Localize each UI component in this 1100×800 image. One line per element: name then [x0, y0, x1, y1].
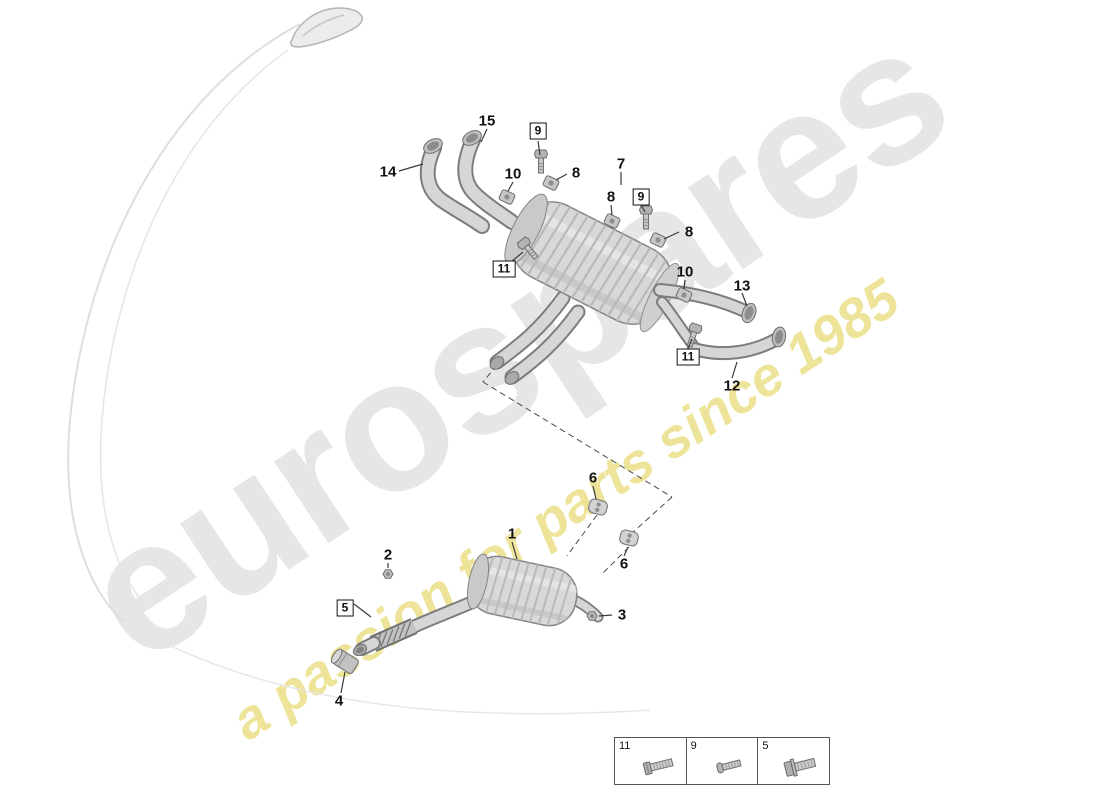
callout-8-mid[interactable]: 8	[606, 188, 616, 206]
callout-1[interactable]: 1	[507, 525, 517, 543]
hex-head-bolt-icon	[642, 758, 674, 776]
flex-section-ribs	[374, 621, 412, 649]
callout-12[interactable]: 12	[723, 377, 741, 395]
callout-9-boxed-mid[interactable]: 9	[632, 188, 650, 206]
bolt-9-top	[534, 149, 548, 174]
legend-label-9: 9	[690, 740, 697, 752]
callout-4[interactable]: 4	[334, 692, 344, 710]
front-silencer	[466, 551, 579, 631]
callout-6-lower[interactable]: 6	[619, 555, 629, 573]
callout-6-upper[interactable]: 6	[588, 469, 598, 487]
rear-silencer-inlet-pipes	[489, 290, 586, 385]
callout-10-left[interactable]: 10	[504, 165, 522, 183]
rear-silencer	[498, 190, 680, 333]
callout-5-boxed[interactable]: 5	[336, 599, 354, 617]
callout-10-right[interactable]: 10	[676, 263, 694, 281]
hanger-6-lower	[617, 528, 641, 548]
callout-3[interactable]: 3	[617, 606, 627, 624]
tailpipe-right-lower	[687, 326, 787, 361]
swoosh-lines	[67, 23, 651, 715]
legend-item-9: 9	[687, 738, 759, 784]
legend-item-11: 11	[615, 738, 687, 784]
callout-8-left[interactable]: 8	[571, 164, 581, 182]
callout-13[interactable]: 13	[733, 277, 751, 295]
callout-7[interactable]: 7	[616, 155, 626, 173]
clamp-sleeve-4	[330, 648, 359, 674]
callout-11-boxed-right[interactable]: 11	[676, 348, 700, 366]
bracket-10-left	[497, 188, 517, 206]
car-silhouette	[289, 7, 364, 48]
legend-label-11: 11	[619, 740, 631, 752]
tailpipe-left-outer	[419, 138, 490, 234]
nut-3	[586, 611, 598, 621]
callout-15[interactable]: 15	[478, 112, 496, 130]
tailpipe-left-inner	[457, 130, 520, 230]
callout-11-boxed-left[interactable]: 11	[492, 260, 516, 278]
fastener-legend: 11 9	[614, 737, 830, 785]
callout-9-boxed-top[interactable]: 9	[529, 122, 547, 140]
callout-2[interactable]: 2	[383, 546, 393, 564]
legend-item-5: 5	[758, 738, 829, 784]
nut-2	[382, 569, 394, 579]
callout-8-right[interactable]: 8	[684, 223, 694, 241]
clamp-8-left	[541, 174, 561, 192]
callout-14[interactable]: 14	[379, 163, 397, 181]
hex-flange-bolt-icon	[783, 757, 817, 777]
tailpipe-right-upper	[653, 283, 757, 324]
legend-label-5: 5	[762, 740, 769, 752]
pan-head-screw-icon	[716, 759, 742, 774]
leader-lines	[340, 128, 748, 694]
